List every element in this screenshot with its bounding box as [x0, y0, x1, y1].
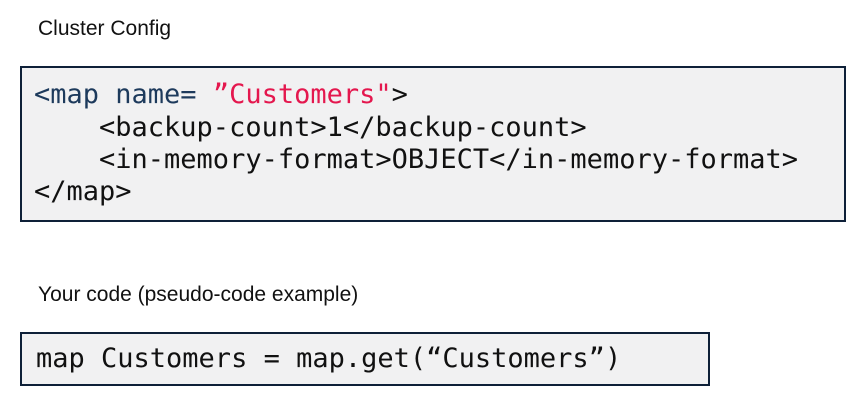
your-code-heading: Your code (pseudo-code example)	[38, 282, 359, 306]
cluster-config-heading: Cluster Config	[38, 17, 172, 40]
code-line-in-memory-format: <in-memory-format>OBJECT</in-memory-form…	[34, 143, 799, 175]
code-line-map-open: <map name= ”Customers">	[34, 79, 832, 111]
cluster-config-code-block: <map name= ”Customers"> <backup-count>1<…	[20, 66, 846, 222]
xml-string-token: ”Customers"	[212, 79, 392, 111]
pseudo-code-block: map Customers = map.get(“Customers”)	[20, 331, 710, 387]
xml-tag-open-token: <map name=	[34, 79, 213, 111]
code-line-backup-count: <backup-count>1</backup-count>	[34, 111, 587, 143]
code-line-map-close: </map>	[34, 176, 132, 208]
code-line-map-get: map Customers = map.get(“Customers”)	[36, 342, 622, 374]
xml-tag-close-token: >	[391, 79, 408, 111]
